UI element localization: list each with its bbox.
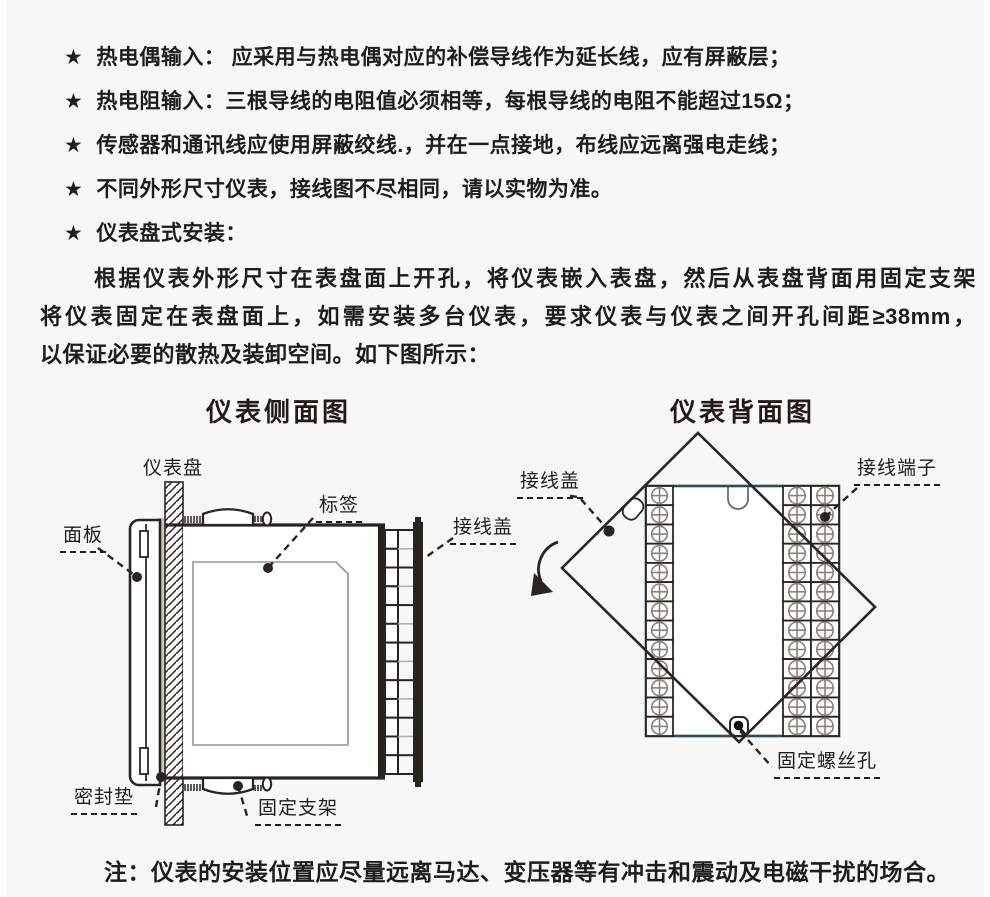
- leader-screw-hole: [739, 730, 773, 768]
- callout-panel-board: 仪表盘: [143, 458, 204, 479]
- bezel-clip-bottom: [139, 747, 149, 775]
- terminal-strip: [384, 529, 399, 776]
- bullet-item: ★ 仪表盘式安装：: [64, 222, 805, 245]
- fixing-screw-hole: [729, 716, 749, 737]
- side-view-title: 仪表侧面图: [206, 398, 352, 427]
- leader-gasket: [154, 777, 163, 808]
- leader-dot: [263, 563, 273, 573]
- mounting-screw-bottom: [184, 776, 273, 795]
- callout-terminal: 接线端子: [854, 453, 941, 486]
- callout-bracket: 固定支架: [255, 793, 342, 826]
- bullet-text: 仪表盘式安装：: [96, 222, 247, 245]
- paragraph-line: 将仪表固定在表盘面上，如需安装多台仪表，要求仪表与仪表之间开孔间距≥38mm，: [40, 304, 976, 329]
- back-view-diagram: [531, 431, 877, 768]
- leader-wiring-cover: [425, 537, 454, 558]
- bullet-text: 传感器和通讯线应使用屏蔽绞线.，并在一点接地，布线应远离强电走线；: [96, 134, 791, 157]
- bullet-item: ★ 传感器和通讯线应使用屏蔽绞线.，并在一点接地，布线应远离强电走线；: [64, 134, 805, 157]
- callout-wiring-cover-side: 接线盖: [450, 512, 517, 545]
- leader-dot: [603, 525, 615, 537]
- cover-tab: [621, 497, 645, 521]
- back-view-title: 仪表背面图: [670, 398, 816, 427]
- label-area: [192, 561, 349, 746]
- bottom-note: 注：仪表的安装位置应尽量远离马达、变压器等有冲击和震动及电磁干扰的场合。: [104, 859, 950, 885]
- leader-dot: [132, 572, 142, 582]
- bullet-text: 不同外形尺寸仪表，接线图不尽相同，请以实物为准。: [96, 178, 613, 201]
- body-rear-edge: [378, 525, 385, 778]
- terminal-strip-wires: [398, 529, 413, 775]
- bullet-text: 热电偶输入： 应采用与热电偶对应的补偿导线作为延长线，应有屏蔽层；: [96, 46, 791, 69]
- callout-screw-hole: 固定螺丝孔: [774, 746, 881, 779]
- star-bullet-icon: ★: [64, 90, 84, 113]
- mounting-screw-top: [184, 508, 273, 527]
- paragraph-line: 以保证必要的散热及装卸空间。如下图所示：: [40, 342, 491, 367]
- star-bullet-icon: ★: [64, 222, 84, 245]
- leader-dot: [156, 772, 166, 782]
- bullet-text: 热电阻输入：三根导线的电阻值必须相等，每根导线的电阻不能超过15Ω；: [96, 90, 805, 113]
- wiring-cover-nub-bottom: [415, 782, 421, 787]
- side-view-diagram: [97, 481, 454, 826]
- bullet-list: ★ 热电偶输入： 应采用与热电偶对应的补偿导线作为延长线，应有屏蔽层； ★ 热电…: [64, 46, 805, 266]
- wiring-cover-diamond: [560, 431, 877, 744]
- callout-wiring-cover-back: 接线盖: [517, 466, 584, 499]
- leader-dot: [820, 512, 830, 522]
- rotate-arrow-icon: [531, 540, 559, 596]
- star-bullet-icon: ★: [64, 46, 84, 69]
- star-bullet-icon: ★: [64, 178, 84, 201]
- page-right-margin: [984, 0, 990, 897]
- leader-lines: [569, 487, 858, 768]
- leader-wiring-cover: [569, 494, 610, 532]
- cover-notch: [727, 487, 749, 510]
- star-bullet-icon: ★: [64, 134, 84, 157]
- installation-paragraph: 根据仪表外形尺寸在表盘面上开孔，将仪表嵌入表盘，然后从表盘背面用固定支架 将仪表…: [40, 260, 976, 374]
- wiring-cover-bar: [413, 522, 423, 782]
- bezel-clip-top: [139, 530, 149, 558]
- callout-front-panel: 面板: [60, 520, 107, 553]
- callout-label-tag: 标签: [316, 490, 363, 523]
- panel-wall-hatch: [165, 482, 183, 825]
- bullet-item: ★ 热电阻输入：三根导线的电阻值必须相等，每根导线的电阻不能超过15Ω；: [64, 90, 805, 113]
- leader-front-panel: [97, 547, 138, 578]
- leader-lines: [97, 517, 454, 820]
- page-left-margin: [0, 0, 6, 897]
- callout-gasket: 密封垫: [71, 782, 138, 815]
- paragraph-line: 根据仪表外形尺寸在表盘面上开孔，将仪表嵌入表盘，然后从表盘背面用固定支架: [94, 266, 976, 291]
- leader-bracket: [236, 785, 250, 820]
- wiring-cover-nub-top: [415, 517, 421, 522]
- bullet-item: ★ 热电偶输入： 应采用与热电偶对应的补偿导线作为延长线，应有屏蔽层；: [64, 46, 805, 69]
- leader-dot: [233, 781, 243, 791]
- terminal-screws: [645, 485, 840, 737]
- bullet-item: ★ 不同外形尺寸仪表，接线图不尽相同，请以实物为准。: [64, 178, 805, 201]
- front-bezel: [128, 518, 162, 787]
